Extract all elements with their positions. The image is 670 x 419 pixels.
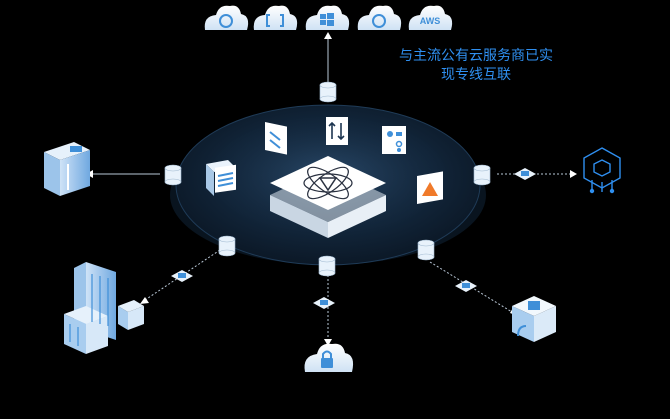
- cloud-provider-1[interactable]: [204, 5, 249, 30]
- connector-bottom-left: [171, 270, 193, 282]
- caption-line-1: 与主流公有云服务商已实: [399, 48, 553, 64]
- network-cube-icon[interactable]: [583, 147, 621, 194]
- caption: 与主流公有云服务商已实 现专线互联: [376, 47, 576, 85]
- cloud-provider-4[interactable]: [357, 5, 402, 30]
- connection-ports: [164, 81, 491, 277]
- cloud-provider-aws[interactable]: AWS: [408, 5, 453, 30]
- document-icon: [206, 160, 236, 196]
- port-right: [473, 164, 491, 186]
- cloud-aws-icon: AWS: [420, 16, 441, 26]
- caption-line-2: 现专线互联: [441, 67, 511, 83]
- cloud-provider-3[interactable]: [305, 5, 350, 30]
- port-top: [319, 81, 337, 103]
- connector-bottom-right: [455, 280, 477, 292]
- atom-logo-icon: [303, 166, 353, 200]
- port-left: [164, 164, 182, 186]
- link-connectors: [171, 168, 536, 309]
- building-cluster-icon[interactable]: [64, 262, 144, 354]
- port-bottom-left: [218, 235, 236, 257]
- cloud-row: AWS: [204, 5, 453, 30]
- cloud-logo-icon: [372, 14, 386, 28]
- cloud-provider-2[interactable]: [253, 5, 298, 30]
- cloud-bracket-icon: [266, 14, 284, 27]
- cloud-windows-icon: [320, 13, 334, 26]
- secure-cloud-icon[interactable]: [304, 343, 354, 372]
- data-center-box-icon[interactable]: [512, 296, 556, 342]
- cloud-logo-icon: [219, 14, 233, 28]
- connector-bottom: [313, 297, 335, 309]
- office-building-icon[interactable]: [44, 142, 90, 196]
- port-bottom-right: [417, 239, 435, 261]
- sort-icon: [326, 117, 348, 145]
- central-chip: [270, 156, 386, 238]
- connector-right: [514, 168, 536, 180]
- port-bottom: [318, 255, 336, 277]
- sync-icon: [265, 122, 287, 155]
- platform-icons: [206, 117, 443, 204]
- settings-panel-icon: [382, 126, 406, 154]
- warning-icon: [417, 171, 443, 204]
